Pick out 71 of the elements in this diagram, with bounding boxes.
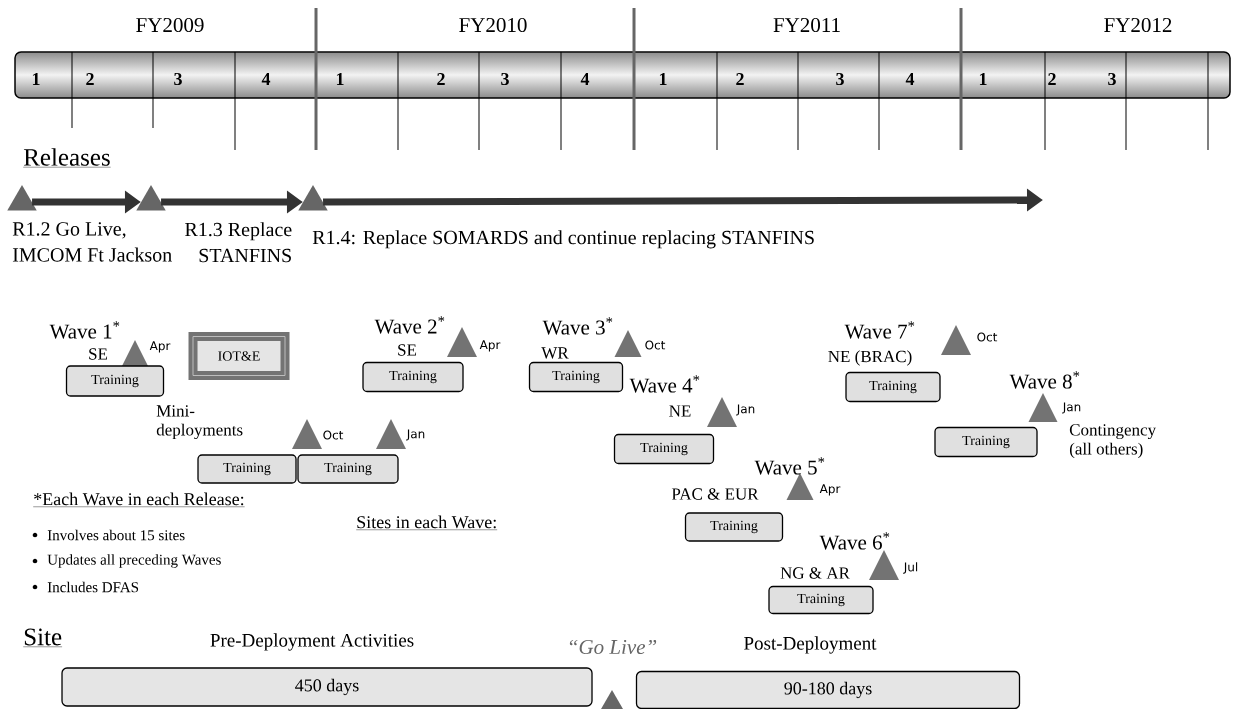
quarter-number: 2 <box>86 73 94 85</box>
milestone-label: “Go Live” <box>569 639 657 655</box>
training-box: Training <box>934 426 1038 458</box>
training-box: Training <box>845 371 941 403</box>
month-label: Apr <box>819 484 841 496</box>
test-box: IOT&E <box>188 332 290 380</box>
quarter-number: 2 <box>736 73 744 85</box>
quarter-number: 3 <box>1108 72 1116 86</box>
quarter-number: 2 <box>1048 73 1056 85</box>
release-triangle <box>136 185 166 211</box>
bullet-item: Updates all preceding Waves <box>47 554 221 568</box>
quarter-number: 4 <box>580 73 590 85</box>
release-text: R1.4: Replace SOMARDS and continue replacing STANFINS <box>312 230 814 249</box>
wave-label: Wave 6$^{*}$ <box>819 532 890 550</box>
training-box: Training <box>65 365 165 397</box>
release-text: R1.3 Replace STANFINS <box>185 222 292 263</box>
bullet-item: Includes DFAS <box>47 581 139 593</box>
training-box: Training <box>197 454 297 484</box>
month-label: Jul <box>903 562 918 574</box>
quarter-number: 3 <box>174 72 182 86</box>
note-heading: *Each Wave in each Release: <box>33 492 245 507</box>
wave-label: Wave 4$^{*}$ <box>629 375 700 393</box>
quarter-number: 4 <box>261 73 271 85</box>
site-label: Mini-deployments <box>156 405 243 440</box>
wave-label: Wave 2$^{*}$ <box>374 316 445 334</box>
training-box: Training <box>684 512 784 542</box>
wave-label: Wave 8$^{*}$ <box>1009 371 1080 389</box>
fiscal-year-label: FY2011 <box>773 17 840 33</box>
month-label: Apr <box>479 340 501 352</box>
month-label: Oct <box>323 430 344 440</box>
milestone-triangle <box>599 690 625 709</box>
training-box: Training <box>297 454 399 484</box>
quarter-number: 1 <box>659 73 667 85</box>
month-label: Oct <box>977 332 998 342</box>
site-label: PAC & EUR <box>671 488 759 500</box>
month-label: Oct <box>645 340 666 350</box>
training-box: Training <box>362 361 464 393</box>
quarter-number: 1 <box>336 73 344 85</box>
node-label: Pre-Deployment Activities <box>210 633 414 651</box>
release-triangle <box>7 185 37 211</box>
fiscal-year-label: FY2012 <box>1104 17 1172 33</box>
quarter-number: 1 <box>32 73 40 85</box>
site-label: NE <box>669 405 691 417</box>
section-heading: Releases <box>23 148 111 168</box>
training-box: Training <box>528 361 624 393</box>
training-box: Training <box>613 433 715 465</box>
wave-label: Wave 7$^{*}$ <box>844 321 915 339</box>
node-label: Post-Deployment <box>744 636 877 654</box>
note-heading: Sites in each Wave: <box>356 515 498 530</box>
quarter-number: 1 <box>979 73 987 85</box>
quarter-number: 3 <box>836 72 844 86</box>
quarter-number: 3 <box>501 72 509 86</box>
wave-label: Wave 3$^{*}$ <box>542 317 613 335</box>
month-label: Jan <box>1062 402 1081 414</box>
month-label: Jan <box>406 429 425 441</box>
training-box: Training <box>768 585 874 615</box>
month-label: Jan <box>736 404 755 416</box>
release-text: R1.2 Go Live, IMCOM Ft Jackson <box>12 222 172 262</box>
section-heading: Site <box>23 628 63 647</box>
site-label: Contingency (all others) <box>1069 424 1157 459</box>
month-label: Apr <box>149 341 171 353</box>
site-label: NG & AR <box>780 567 850 579</box>
quarter-number: 2 <box>437 73 445 85</box>
release-triangle <box>298 185 328 211</box>
site-label: NE (BRAC) <box>828 350 912 366</box>
fiscal-year-label: FY2009 <box>136 17 204 33</box>
fiscal-year-label: FY2010 <box>459 17 527 33</box>
bullet-item: Involves about 15 sites <box>47 529 185 541</box>
wave-label: Wave 5$^{*}$ <box>754 457 825 475</box>
wave-label: Wave 1$^{*}$ <box>49 321 120 339</box>
quarter-number: 4 <box>905 73 915 85</box>
